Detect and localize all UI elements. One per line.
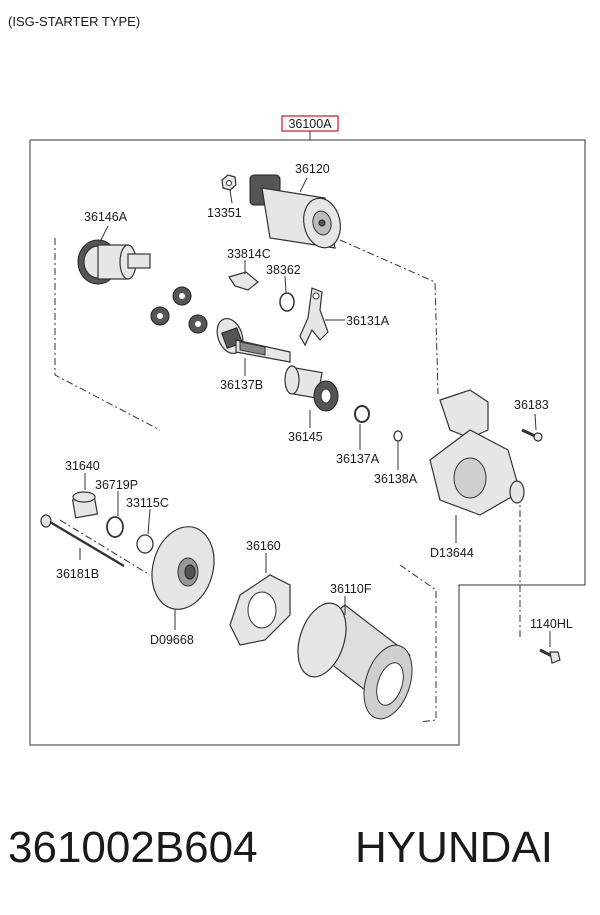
assembly-code: 36100A — [288, 117, 332, 131]
label-1140HL: 1140HL — [530, 617, 573, 631]
diagram-subtitle: (ISG-STARTER TYPE) — [8, 14, 140, 29]
label-D13644: D13644 — [430, 546, 474, 560]
planet-gear-2[interactable] — [150, 306, 170, 326]
ring-33115C[interactable] — [136, 534, 154, 554]
label-33115C: 33115C — [126, 496, 169, 510]
yoke-36110F[interactable] — [289, 597, 420, 725]
clutch-36146A[interactable] — [77, 239, 151, 285]
label-36145: 36145 — [288, 430, 323, 444]
alignment-line-yoke — [399, 564, 437, 723]
screw-36183[interactable] — [521, 428, 543, 442]
label-36183: 36183 — [514, 398, 549, 412]
label-36160: 36160 — [246, 539, 281, 553]
ring-38362[interactable] — [279, 292, 295, 312]
label-33814C: 33814C — [227, 247, 271, 261]
label-36138A: 36138A — [374, 472, 418, 486]
solenoid-36120[interactable] — [249, 174, 345, 251]
end-cover-D09668[interactable] — [143, 520, 223, 617]
lever-33814C[interactable] — [228, 271, 259, 291]
label-36137B: 36137B — [220, 378, 263, 392]
fork-36131A[interactable] — [299, 287, 329, 347]
label-38362: 38362 — [266, 263, 301, 277]
planet-gear-3[interactable] — [188, 314, 208, 334]
shaft-36137B[interactable] — [213, 315, 291, 363]
bolt-1140HL[interactable] — [539, 648, 561, 664]
label-36146A: 36146A — [84, 210, 128, 224]
planet-gear-1[interactable] — [172, 286, 192, 306]
label-36181B: 36181B — [56, 567, 99, 581]
bushing-31640[interactable] — [71, 491, 99, 519]
brand-name: HYUNDAI — [355, 823, 553, 872]
label-D09668: D09668 — [150, 633, 194, 647]
alignment-line-drive — [54, 238, 161, 431]
nut-13351[interactable] — [221, 174, 237, 191]
ring-36719P[interactable] — [106, 516, 124, 538]
pinion-36145[interactable] — [284, 365, 339, 412]
assembly-frame — [29, 139, 586, 746]
label-36131A: 36131A — [346, 314, 390, 328]
brush-plate-36160[interactable] — [229, 574, 291, 646]
alignment-line-solenoid — [339, 239, 439, 395]
label-13351: 13351 — [207, 206, 242, 220]
label-31640: 31640 — [65, 459, 100, 473]
alignment-line-through-bolt — [59, 519, 151, 576]
label-36137A: 36137A — [336, 452, 380, 466]
label-36120: 36120 — [295, 162, 330, 176]
front-housing-D13644[interactable] — [429, 389, 525, 516]
snap-ring-36138A[interactable] — [393, 430, 403, 442]
label-36719P: 36719P — [95, 478, 138, 492]
through-bolt-36181B[interactable] — [40, 514, 125, 568]
washer-36137A[interactable] — [354, 405, 370, 423]
label-36110F: 36110F — [330, 582, 372, 596]
part-number: 361002B604 — [8, 823, 258, 872]
